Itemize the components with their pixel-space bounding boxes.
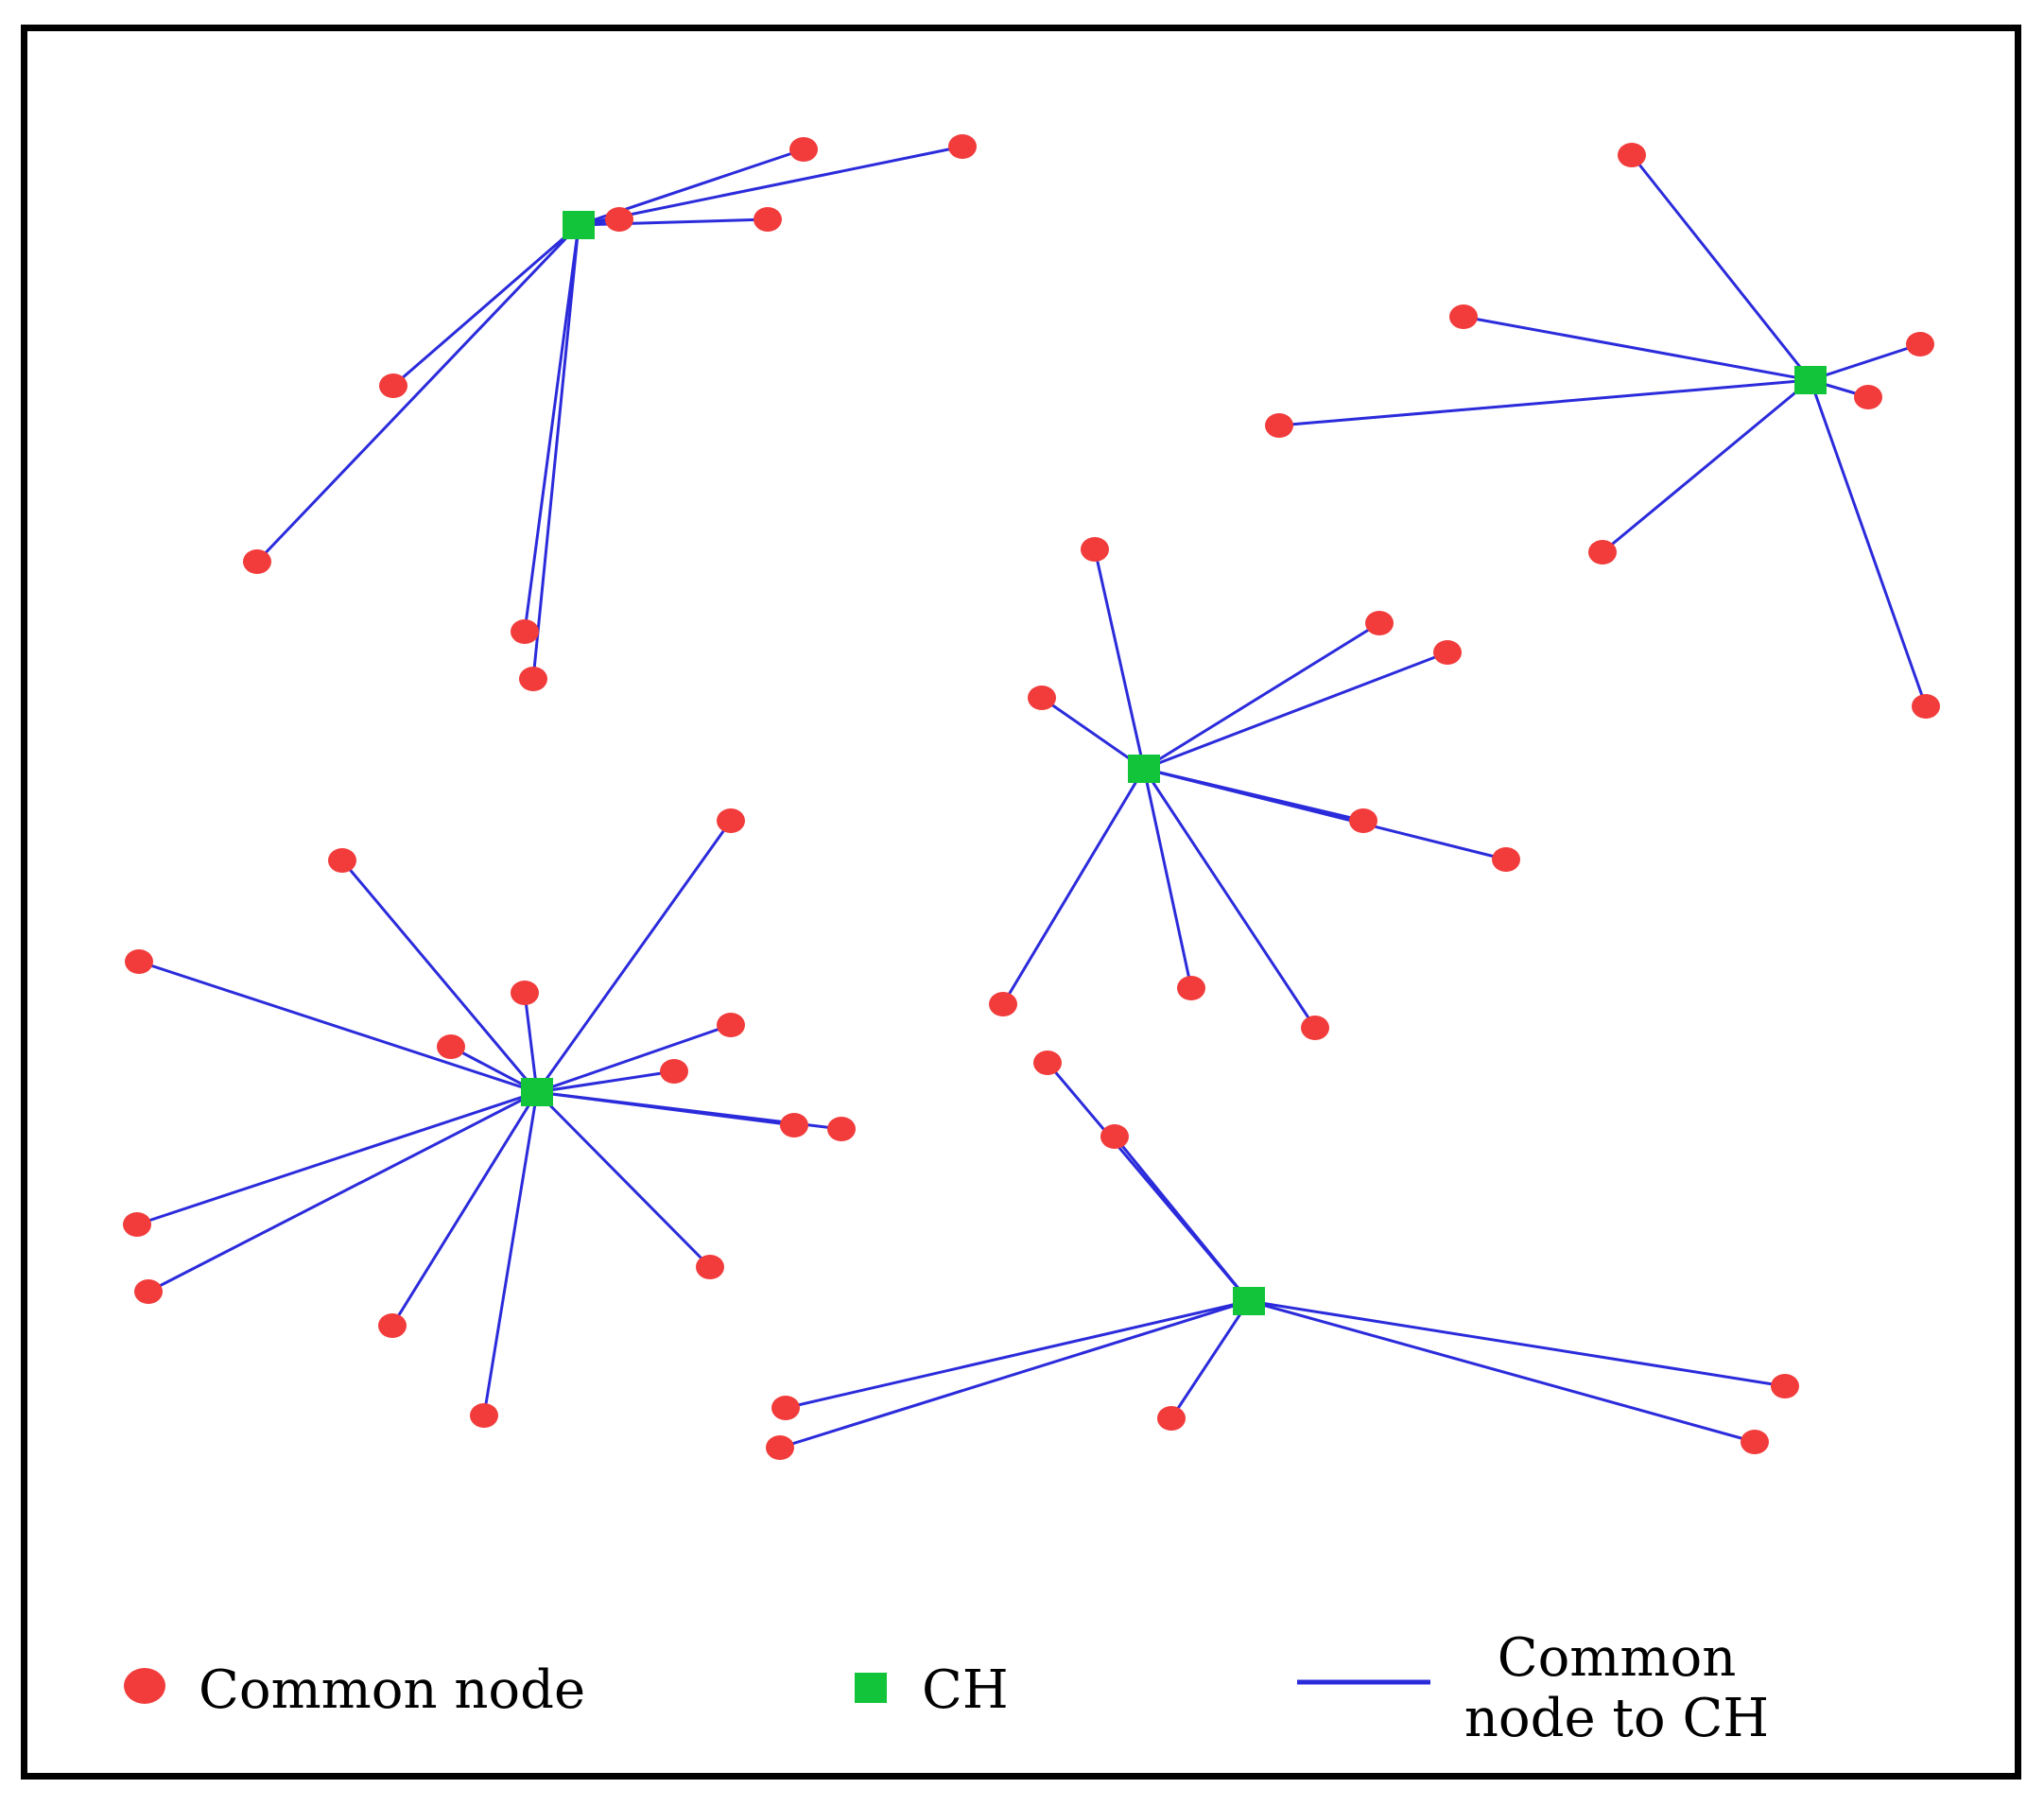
common-node	[437, 1034, 465, 1059]
link-cluster-2-node-0	[1093, 548, 1146, 770]
link-cluster-4-node-4	[1169, 1300, 1251, 1419]
link-cluster-3-node-2	[138, 960, 538, 1094]
link-cluster-4-node-1	[1113, 1136, 1251, 1302]
link-cluster-2-node-1	[1143, 621, 1380, 771]
common-node	[134, 1279, 163, 1304]
link-cluster-1-node-6	[1809, 379, 1928, 707]
cluster-head-4	[1233, 1287, 1265, 1315]
common-node	[605, 207, 633, 232]
common-node	[696, 1255, 724, 1279]
link-cluster-3-node-12	[390, 1091, 539, 1327]
common-node	[1588, 540, 1617, 564]
common-node	[379, 373, 407, 398]
link-cluster-4-node-2	[1248, 1299, 1786, 1388]
common-node	[1492, 847, 1520, 872]
link-cluster-0-node-1	[578, 145, 963, 227]
link-cluster-3-node-3	[523, 992, 539, 1093]
common-node	[1906, 332, 1934, 356]
link-cluster-4-node-3	[785, 1299, 1250, 1410]
link-cluster-1-node-1	[1463, 315, 1811, 382]
link-cluster-2-node-7	[1142, 768, 1193, 989]
common-node	[123, 1212, 151, 1237]
nodes-layer	[123, 134, 1940, 1460]
link-cluster-2-node-3	[1041, 696, 1145, 771]
cluster-head-1	[1794, 366, 1827, 394]
link-cluster-2-node-5	[1143, 767, 1507, 861]
cluster-head-3	[521, 1078, 553, 1106]
common-node	[125, 949, 153, 974]
legend-link-icon	[1297, 1679, 1430, 1685]
link-cluster-3-node-10	[147, 1090, 538, 1294]
link-cluster-0-node-5	[255, 223, 580, 564]
links-layer	[136, 145, 1928, 1450]
common-node	[780, 1113, 808, 1137]
link-cluster-1-node-2	[1810, 342, 1921, 382]
legend-node-label: Common node	[199, 1659, 586, 1721]
common-node	[1349, 808, 1377, 833]
common-node	[1081, 537, 1109, 562]
common-node	[660, 1059, 688, 1084]
link-cluster-1-node-0	[1630, 154, 1812, 381]
link-cluster-1-node-4	[1278, 378, 1811, 427]
link-cluster-3-node-6	[536, 1069, 675, 1094]
common-node	[519, 667, 547, 691]
common-node	[989, 992, 1017, 1016]
legend-ch-label: CH	[922, 1659, 1009, 1721]
common-node	[1741, 1430, 1769, 1454]
common-node	[511, 981, 539, 1005]
common-node	[511, 619, 539, 644]
common-node	[470, 1403, 498, 1428]
common-node	[827, 1117, 856, 1141]
link-cluster-3-node-0	[535, 820, 733, 1093]
common-node	[717, 808, 745, 833]
link-cluster-3-node-1	[340, 860, 539, 1093]
common-node	[1771, 1374, 1799, 1398]
legend-node-icon	[124, 1668, 165, 1704]
link-cluster-3-node-11	[535, 1090, 712, 1269]
common-node	[1265, 413, 1293, 438]
common-node	[1433, 640, 1462, 665]
cluster-head-2	[1128, 755, 1160, 783]
link-cluster-0-node-4	[392, 223, 580, 388]
common-node	[1854, 385, 1882, 409]
link-cluster-1-node-5	[1602, 378, 1811, 554]
legend-ch-icon	[855, 1673, 887, 1703]
common-node	[1912, 694, 1940, 719]
link-cluster-0-node-6	[523, 224, 580, 633]
common-node	[789, 137, 818, 162]
common-node	[948, 134, 977, 159]
common-node	[1365, 611, 1394, 635]
common-node	[378, 1313, 407, 1338]
link-cluster-3-node-13	[482, 1091, 539, 1416]
link-cluster-2-node-2	[1143, 651, 1448, 771]
common-node	[754, 207, 782, 232]
common-node	[328, 848, 356, 873]
common-node	[1618, 143, 1646, 167]
legend-link-label: Common node to CH	[1464, 1627, 1770, 1750]
common-node	[1033, 1051, 1062, 1075]
common-node	[771, 1396, 800, 1420]
common-node	[1100, 1124, 1129, 1149]
link-cluster-4-node-6	[779, 1299, 1250, 1450]
link-cluster-2-node-8	[1142, 768, 1317, 1029]
link-cluster-3-node-9	[136, 1090, 538, 1226]
diagram-frame	[21, 25, 2021, 1780]
common-node	[1157, 1406, 1186, 1431]
link-cluster-4-node-5	[1248, 1299, 1756, 1444]
cluster-heads-layer	[521, 211, 1827, 1315]
common-node	[717, 1013, 745, 1037]
common-node	[1177, 976, 1205, 1000]
common-node	[766, 1435, 794, 1460]
cluster-head-0	[563, 211, 595, 239]
link-cluster-2-node-6	[1001, 768, 1146, 1005]
link-cluster-3-node-5	[536, 1023, 732, 1094]
common-node	[1449, 304, 1478, 329]
common-node	[243, 549, 271, 574]
common-node	[1028, 686, 1056, 710]
common-node	[1301, 1016, 1329, 1040]
link-cluster-0-node-7	[531, 224, 580, 680]
